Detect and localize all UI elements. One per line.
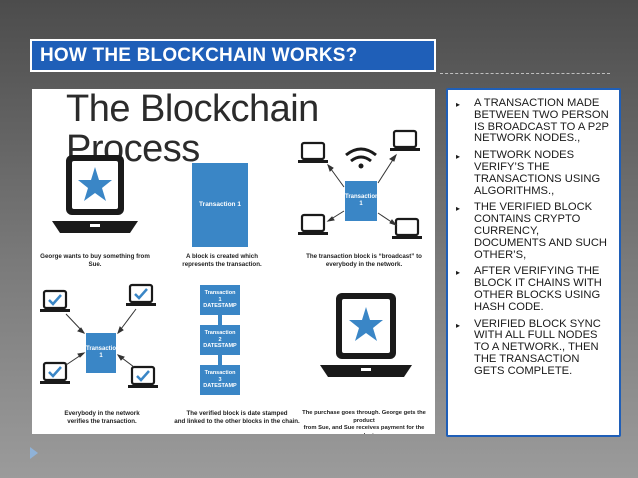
bullet-arrow-icon: ▸ [456,268,461,278]
caption-line: and linked to the other blocks in the ch… [174,417,300,425]
figure-title: The Blockchain Process [66,89,319,170]
caption-line: everybody in the network. [325,260,403,268]
broadcast-transaction-block: Transaction 1 [345,181,379,221]
bullet-text: VERIFIED BLOCK SYNC WITH ALL FULL NODES … [474,317,601,377]
caption-purchase-through: The purchase goes through. George gets t… [294,410,434,434]
chain-block-3: Transaction 3 DATESTAMP [200,365,240,395]
checked-laptop-icon-tl [40,289,70,312]
bullet-text: A TRANSACTION MADE BETWEEN TWO PERSON IS… [474,97,609,145]
caption-line: A block is created which [186,253,258,260]
checked-laptop-icon-br [128,365,158,388]
block-label: DATESTAMP [203,343,237,350]
caption-line: verifies the transaction. [67,417,137,425]
bullet-arrow-icon: ▸ [456,204,461,214]
block-label: DATESTAMP [203,303,237,310]
verification-diagram [40,283,158,388]
block-label: 2 [218,336,222,343]
transaction-block-label: Transaction 1 [199,201,241,208]
caption-line: The purchase goes through. George gets t… [302,410,426,424]
laptop-icon-tr [390,129,420,151]
block-label: Transaction [204,330,236,337]
block-label: Transaction [345,194,379,200]
block-label: Transaction [204,290,236,297]
transaction-block: Transaction 1 [192,163,248,247]
block-label: 1 [359,201,363,207]
broadcast-diagram [298,129,422,239]
laptop-star-icon [320,293,412,377]
caption-line: Everybody in the network [64,410,140,417]
bullet-item: ▸ VERIFIED BLOCK SYNC WITH ALL FULL NODES… [448,317,613,378]
bullet-item: ▸ AFTER VERIFYING THE BLOCK IT CHAINS WIT… [448,265,613,313]
caption-line: from Sue, and Sue receives payment for t… [303,425,425,434]
checked-laptop-icon-tr [126,283,156,306]
caption-block-created: A block is created which represents the … [172,253,272,268]
caption-date-stamped: The verified block is date stamped and l… [162,410,312,425]
block-label: 1 [99,353,103,359]
chain-block-2: Transaction 2 DATESTAMP [200,325,240,355]
slide-title: HOW THE BLOCKCHAIN WORKS? [30,39,436,72]
bullet-item: ▸ NETWORK NODES VERIFY’S THE TRANSACTIONS… [448,149,613,197]
bullet-list-panel: ▸ A TRANSACTION MADE BETWEEN TWO PERSON I… [446,88,621,437]
caption-broadcast: The transaction block is “broadcast” to … [304,253,424,268]
laptop-icon-tl [298,141,328,163]
block-label: DATESTAMP [203,383,237,390]
laptop-star-icon [52,155,138,233]
wifi-icon [345,147,377,169]
chain-block-1: Transaction 1 DATESTAMP [200,285,240,315]
caption-line: The transaction block is “broadcast” to [306,253,422,260]
title-divider [440,73,610,74]
caption-line: The verified block is date stamped [186,410,288,417]
block-label: 3 [218,376,222,383]
bullet-text: THE VERIFIED BLOCK CONTAINS CRYPTO CURRE… [474,201,608,261]
bullet-arrow-icon: ▸ [456,152,461,162]
bullet-list: ▸ A TRANSACTION MADE BETWEEN TWO PERSON I… [448,90,619,378]
laptop-icon-br [392,217,422,239]
bullet-arrow-icon: ▸ [456,320,461,330]
block-label: Transaction [204,370,236,377]
block-label: 1 [218,296,222,303]
caption-line: represents the transaction. [182,260,262,268]
bullet-item: ▸ A TRANSACTION MADE BETWEEN TWO PERSON I… [448,97,613,145]
block-label: Transaction [86,346,120,352]
bullet-text: AFTER VERIFYING THE BLOCK IT CHAINS WITH… [474,265,602,313]
blockchain-process-figure: The Blockchain Process George wants to b… [32,89,435,434]
bullet-arrow-icon: ▸ [456,100,461,109]
checked-laptop-icon-bl [40,361,70,384]
caption-line: George wants to buy something from Sue. [40,253,150,268]
caption-network-verifies: Everybody in the network verifies the tr… [52,410,152,425]
chain-link [218,355,222,365]
footer-arrow-icon [30,447,38,459]
bullet-item: ▸ THE VERIFIED BLOCK CONTAINS CRYPTO CURR… [448,201,613,261]
bullet-text: NETWORK NODES VERIFY’S THE TRANSACTIONS … [474,149,601,197]
caption-george-buys: George wants to buy something from Sue. [40,253,150,268]
verify-transaction-block: Transaction 1 [86,333,120,373]
laptop-icon-bl [298,213,328,235]
chain-link [218,315,222,325]
